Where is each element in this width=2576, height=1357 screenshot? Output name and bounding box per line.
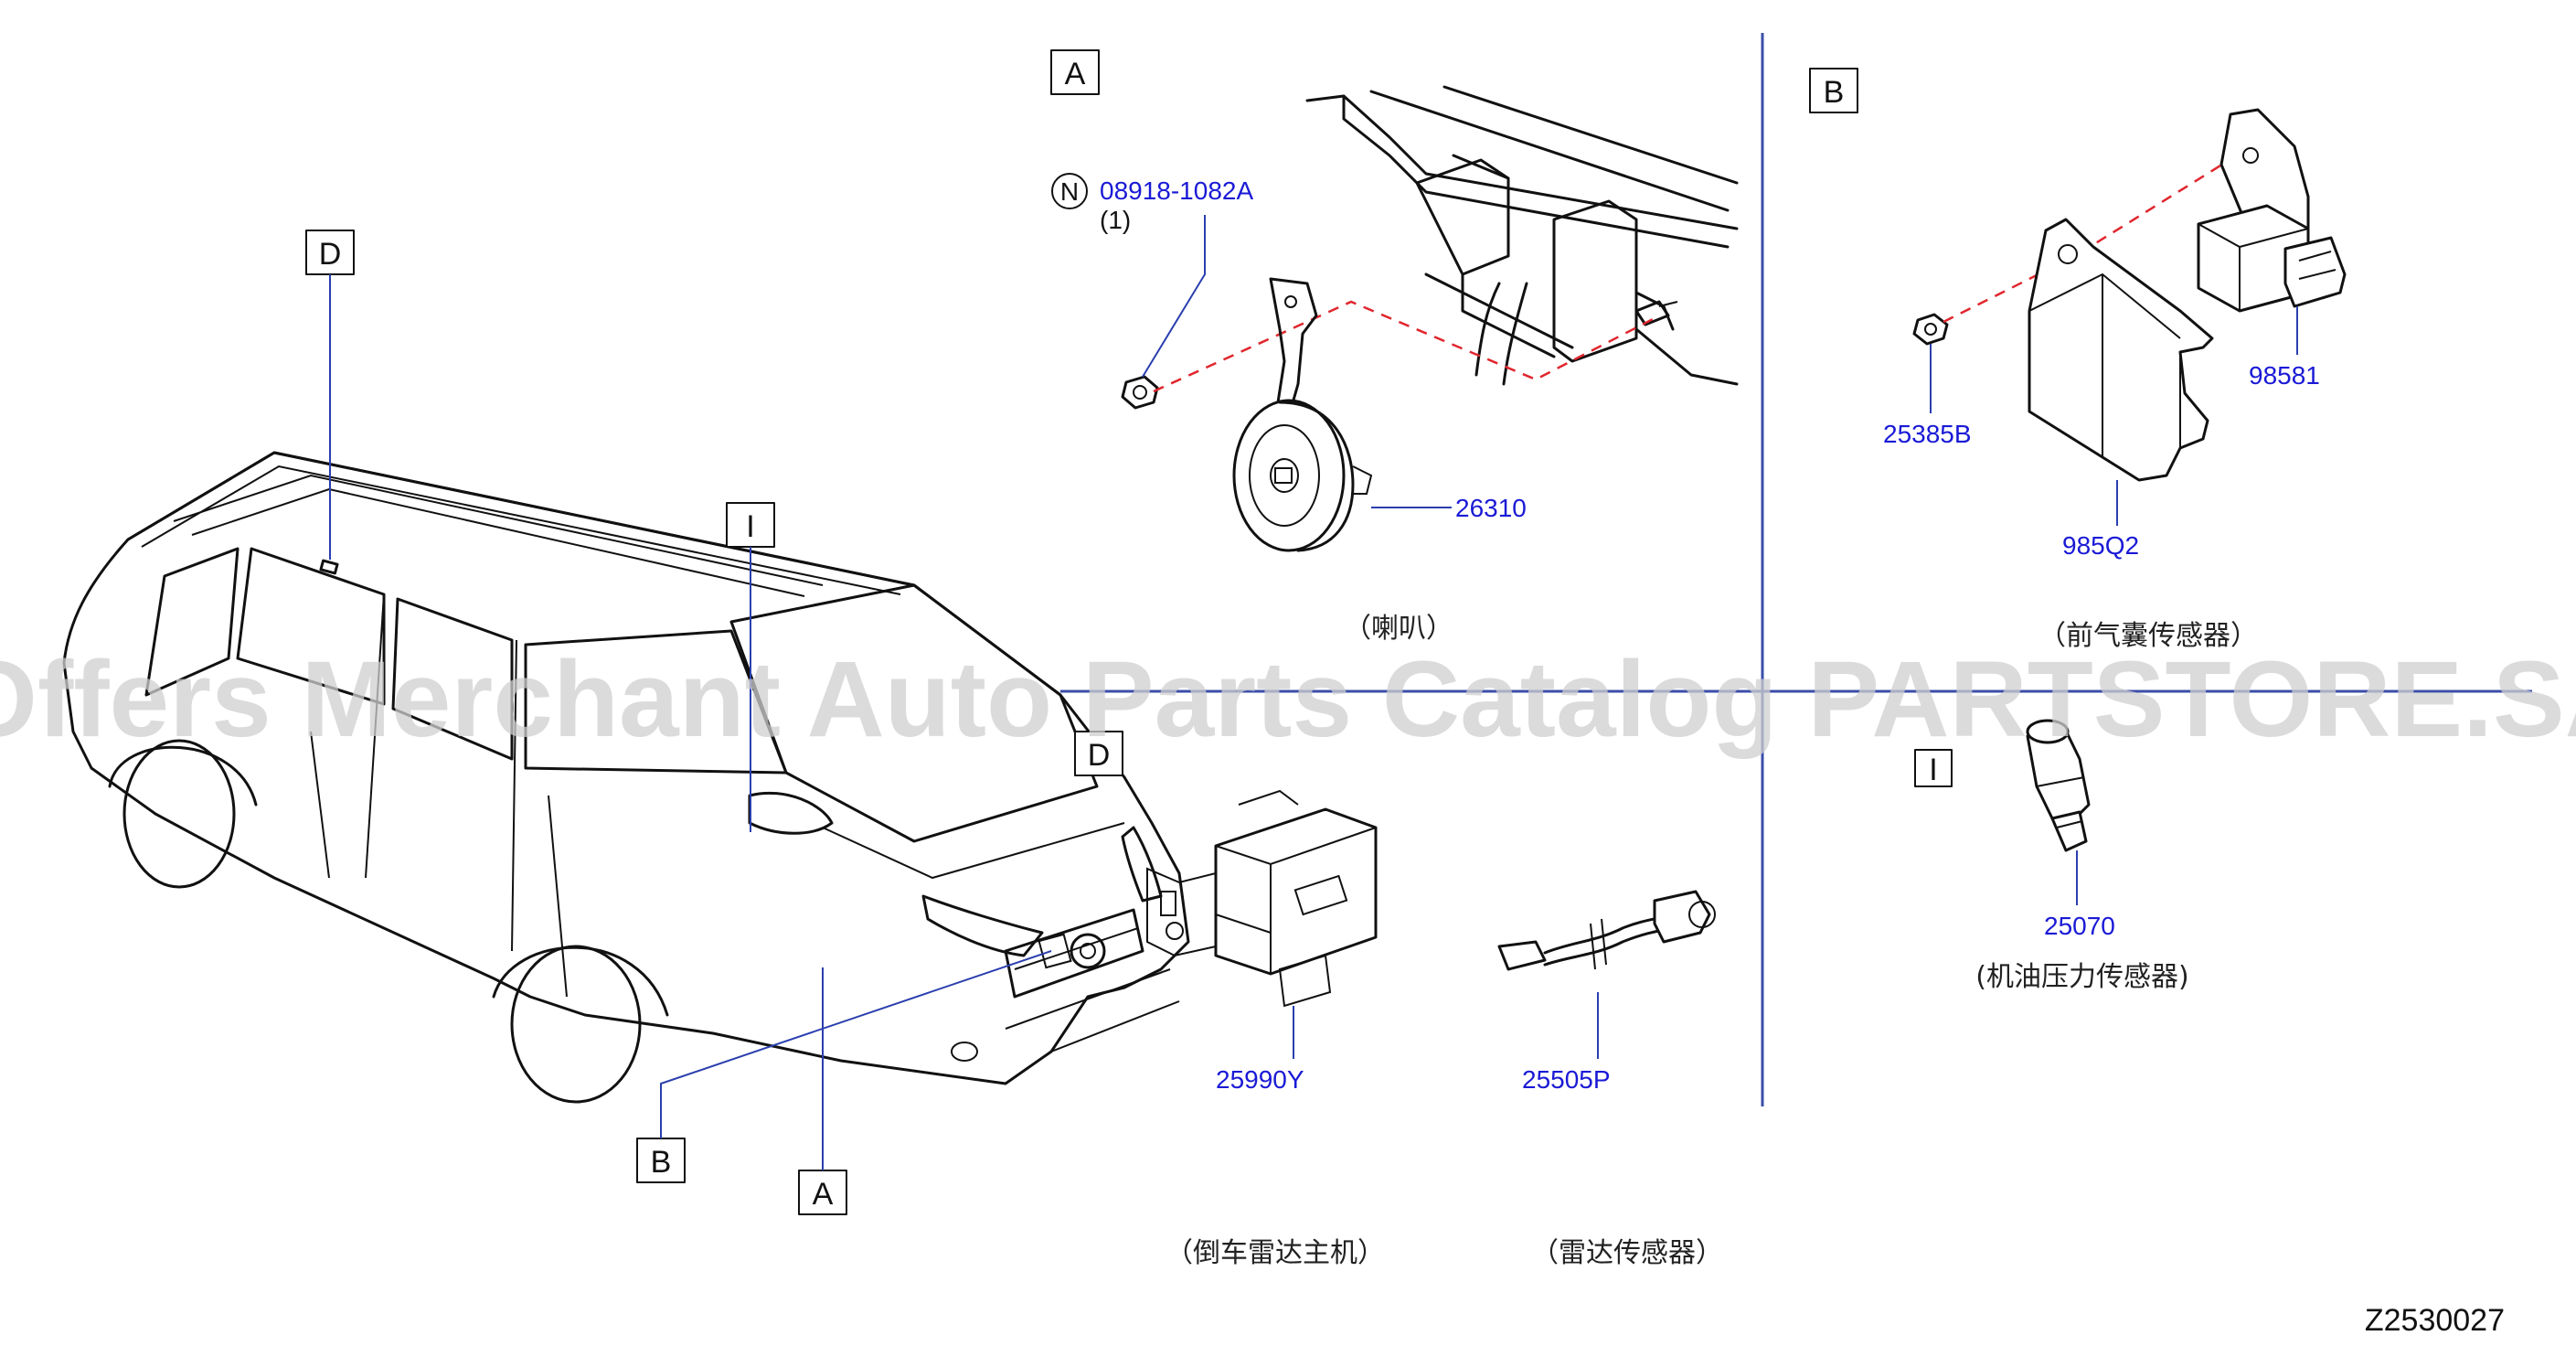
section-b-label: B (1824, 75, 1845, 110)
radar-control-module-icon (1146, 789, 1378, 1008)
horn-caption: （喇叭） (1344, 613, 1453, 645)
vehicle-callout-a: A (798, 967, 847, 1215)
airbag-nut-part-number: 25385B (1883, 420, 1972, 448)
horn-mounting-guide (1153, 300, 1655, 393)
airbag-mounting-guide (1943, 152, 2241, 324)
nut-quantity: (1) (1100, 206, 1131, 234)
airbag-nut-icon (1912, 313, 1949, 346)
vehicle-illustration (62, 451, 1190, 1104)
radar-sensor-caption: （雷达传感器） (1531, 1237, 1723, 1269)
radar-sensor-icon (1497, 890, 1716, 971)
diagram-code: Z2530027 (2365, 1303, 2505, 1338)
watermark-text: Offers Merchant Auto Parts Catalog PARTS… (0, 639, 2576, 760)
vehicle-callout-a-label: A (813, 1177, 834, 1212)
horn-icon (1232, 399, 1373, 552)
airbag-sensor-icon (2197, 108, 2347, 313)
nut-callout: N 08918-1082A (1) (1051, 173, 1253, 378)
radar-module-part-number: 25990Y (1216, 1065, 1304, 1094)
section-d: D 25990Y 25505P （倒车雷达主机） (1074, 731, 1723, 1269)
section-a: A (1050, 49, 1739, 645)
vehicle-callout-b-label: B (651, 1145, 672, 1180)
vehicle-callout-i: I (726, 502, 775, 832)
radar-module-caption: （倒车雷达主机） (1166, 1237, 1385, 1269)
oil-switch-part-number: 25070 (2044, 912, 2115, 940)
section-i: I 25070 (机油压力传感器) (1914, 719, 2189, 993)
vehicle-callout-i-label: I (746, 509, 754, 544)
section-i-label: I (1929, 753, 1937, 787)
body-structure (1305, 85, 1739, 386)
airbag-sensor-part-number: 98581 (2249, 361, 2320, 390)
nut-part-number: 08918-1082A (1100, 176, 1253, 205)
airbag-bracket-icon (2028, 218, 2214, 482)
airbag-bracket-part-number: 985Q2 (2062, 531, 2139, 560)
oil-pressure-switch-icon (2026, 719, 2091, 852)
section-b: B 25385B 985Q2 (1809, 68, 2347, 652)
section-d-label: D (1088, 738, 1111, 773)
horn-part-number: 26310 (1455, 494, 1527, 522)
vehicle-callout-d-label: D (319, 237, 342, 272)
airbag-caption: （前气囊传感器） (2038, 620, 2258, 652)
nut-symbol: N (1060, 177, 1079, 206)
horn-nut-icon (1121, 375, 1159, 410)
radar-sensor-part-number: 25505P (1522, 1065, 1611, 1094)
section-a-label: A (1065, 57, 1086, 91)
vehicle-callout-b: B (636, 950, 1052, 1183)
vehicle-callout-d: D (305, 230, 355, 560)
oil-switch-caption: (机油压力传感器) (1975, 961, 2188, 993)
